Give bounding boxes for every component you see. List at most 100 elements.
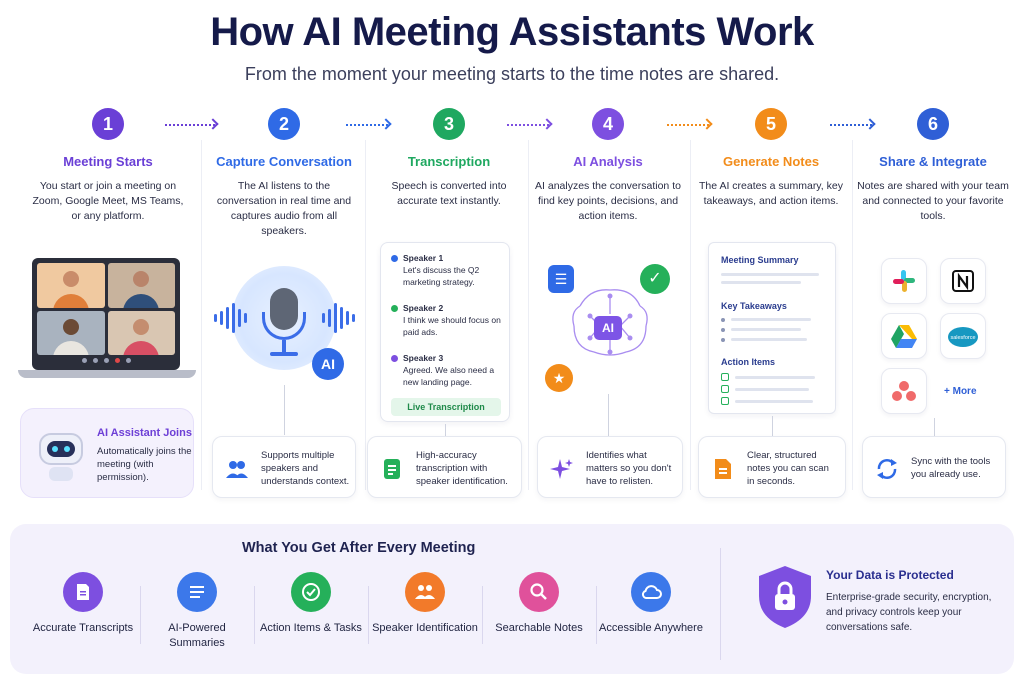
users-icon xyxy=(226,461,248,478)
ai-badge: AI xyxy=(312,348,344,380)
step-title: Capture Conversation xyxy=(216,154,352,169)
svg-text:salesforce: salesforce xyxy=(950,335,975,341)
benefit-label: Speaker Identification xyxy=(372,622,478,634)
live-transcription-button[interactable]: Live Transcription xyxy=(391,398,501,416)
notion-icon[interactable] xyxy=(940,258,986,304)
more-integrations-link[interactable]: + More xyxy=(944,386,977,397)
notes-document-icon xyxy=(715,459,731,479)
neural-brain-icon xyxy=(572,289,648,356)
step-6: 6 Share & Integrate Notes are shared wit… xyxy=(853,108,1013,224)
feature-card: Identifies what matters so you don't hav… xyxy=(537,436,683,498)
step-description: Speech is converted into accurate text i… xyxy=(391,180,507,207)
feature-card: Sync with the tools you already use. xyxy=(862,436,1006,498)
feature-card: High-accuracy transcription with speaker… xyxy=(367,436,522,498)
ai-assistant-card: AI Assistant Joins Automatically joins t… xyxy=(20,408,194,498)
speaker-dot xyxy=(391,355,398,362)
step-3: 3 Transcription Speech is converted into… xyxy=(369,108,529,209)
step-number: 2 xyxy=(268,108,300,140)
flow-arrow xyxy=(667,124,709,126)
step-4: 4 AI Analysis AI analyzes the conversati… xyxy=(528,108,688,224)
step-number: 1 xyxy=(92,108,124,140)
google-drive-icon[interactable] xyxy=(881,313,927,359)
benefit-label: Action Items & Tasks xyxy=(260,622,362,634)
page-subtitle: From the moment your meeting starts to t… xyxy=(244,64,780,84)
speaker-dot xyxy=(391,305,398,312)
notes-actions-heading: Action Items xyxy=(721,357,776,367)
benefit-anywhere: Accessible Anywhere xyxy=(596,572,706,636)
connector-line xyxy=(284,385,285,435)
benefit-summaries: AI-Powered Summaries xyxy=(142,572,252,651)
benefit-transcripts: Accurate Transcripts xyxy=(28,572,138,636)
participant-video xyxy=(37,310,105,355)
feature-card: Supports multiple speakers and understan… xyxy=(212,436,356,498)
step-number: 3 xyxy=(433,108,465,140)
flow-arrow xyxy=(507,124,549,126)
assistant-title: AI Assistant Joins xyxy=(97,427,192,439)
salesforce-icon[interactable]: salesforce xyxy=(940,313,986,359)
benefit-speakers: Speaker Identification xyxy=(370,572,480,636)
step-description: The AI creates a summary, key takeaways,… xyxy=(699,180,843,207)
document-lines-icon xyxy=(384,459,400,479)
speaker-dot xyxy=(391,255,398,262)
feature-text: High-accuracy transcription with speaker… xyxy=(416,450,508,487)
feature-card: Clear, structured notes you can scan in … xyxy=(698,436,846,498)
column-divider xyxy=(365,140,366,490)
column-divider xyxy=(690,140,691,490)
protection-title: Your Data is Protected xyxy=(826,568,954,582)
feature-text: Sync with the tools you already use. xyxy=(911,456,991,480)
search-icon xyxy=(519,572,559,612)
brain-ai-label: AI xyxy=(594,316,622,340)
participant-video xyxy=(107,263,175,308)
shield-lock-icon xyxy=(759,566,811,628)
checkbox-icon xyxy=(721,373,729,381)
flow-arrow xyxy=(830,124,872,126)
notes-summary-heading: Meeting Summary xyxy=(721,255,799,265)
benefit-label: Searchable Notes xyxy=(495,622,583,634)
asana-icon[interactable] xyxy=(881,368,927,414)
flow-arrow xyxy=(346,124,388,126)
participant-video xyxy=(37,263,105,308)
assistant-description: Automatically joins the meeting (with pe… xyxy=(97,446,192,483)
benefit-search: Searchable Notes xyxy=(484,572,594,636)
participant-video xyxy=(107,310,175,355)
meeting-notes-card: Meeting Summary Key Takeaways Action Ite… xyxy=(708,242,836,414)
benefit-actions: Action Items & Tasks xyxy=(256,572,366,636)
step-number: 5 xyxy=(755,108,787,140)
step-description: Notes are shared with your team and conn… xyxy=(857,180,1009,222)
sync-icon xyxy=(877,459,897,479)
checkbox-icon xyxy=(721,385,729,393)
connector-line xyxy=(772,416,773,436)
sparkle-icon xyxy=(550,459,573,479)
notes-takeaways-heading: Key Takeaways xyxy=(721,301,787,311)
check-circle-icon xyxy=(291,572,331,612)
connector-line xyxy=(445,424,446,436)
page-title: How AI Meeting Assistants Work xyxy=(210,10,814,54)
step-title: AI Analysis xyxy=(573,154,643,169)
step-description: The AI listens to the conversation in re… xyxy=(216,180,352,237)
benefit-label: AI-Powered Summaries xyxy=(168,622,226,649)
robot-icon xyxy=(35,427,87,481)
feature-text: Supports multiple speakers and understan… xyxy=(261,450,350,487)
laptop-video-call xyxy=(32,258,180,370)
people-icon xyxy=(405,572,445,612)
column-divider xyxy=(852,140,853,490)
step-title: Meeting Starts xyxy=(63,154,153,169)
step-number: 4 xyxy=(592,108,624,140)
step-title: Share & Integrate xyxy=(879,154,987,169)
step-title: Transcription xyxy=(407,154,491,169)
transcript-icon xyxy=(63,572,103,612)
benefits-title: What You Get After Every Meeting xyxy=(242,540,476,556)
cloud-icon xyxy=(631,572,671,612)
step-number: 6 xyxy=(917,108,949,140)
flow-arrow xyxy=(165,124,215,126)
feature-text: Identifies what matters so you don't hav… xyxy=(586,450,672,487)
checkbox-icon xyxy=(721,397,729,405)
benefit-label: Accessible Anywhere xyxy=(599,622,703,634)
summary-icon xyxy=(177,572,217,612)
slack-icon[interactable] xyxy=(881,258,927,304)
column-divider xyxy=(201,140,202,490)
step-description: AI analyzes the conversation to find key… xyxy=(535,180,681,222)
protection-description: Enterprise-grade security, encryption, a… xyxy=(826,592,992,633)
